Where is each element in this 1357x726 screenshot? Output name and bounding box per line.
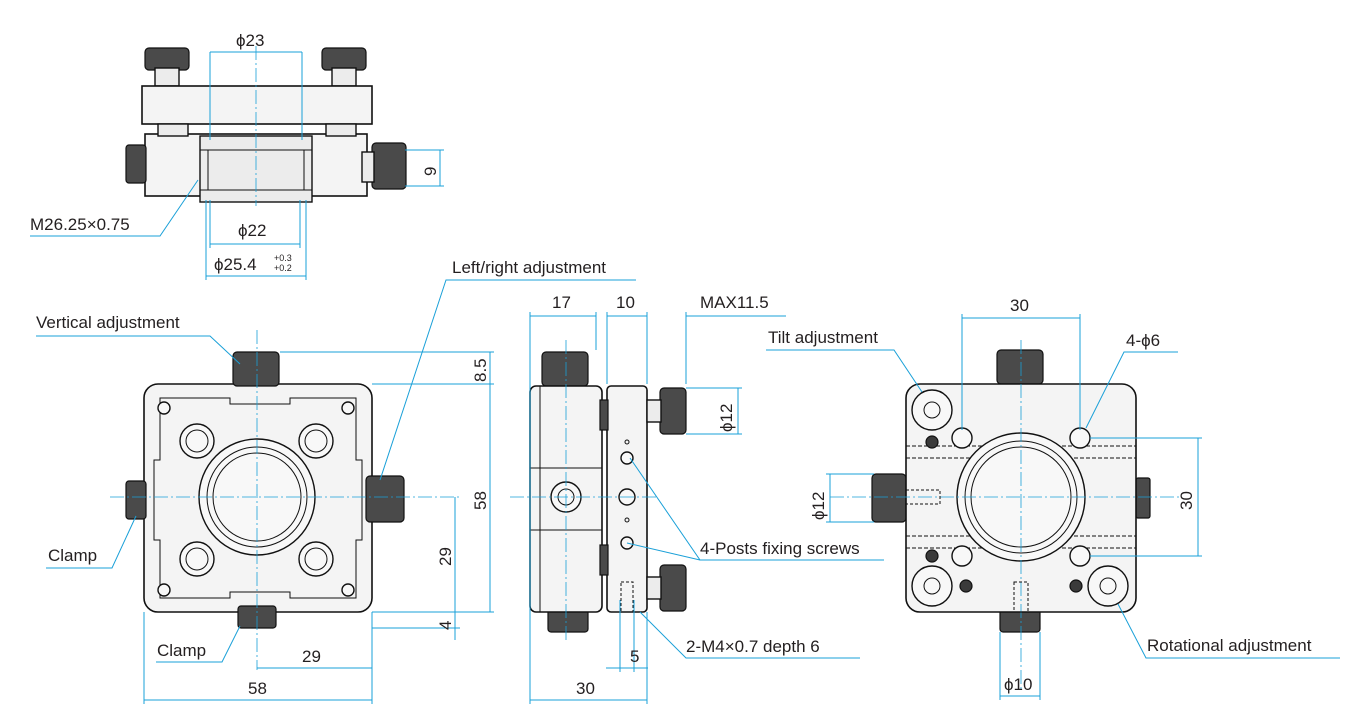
dim-17: 17 xyxy=(552,293,571,312)
side-knob-right-shaft xyxy=(361,151,375,183)
dim-10: 10 xyxy=(616,293,635,312)
top-knob-right xyxy=(321,47,367,71)
side-knob-right xyxy=(371,142,407,190)
dim-29-bottom: 29 xyxy=(302,647,321,666)
dim-4: 4 xyxy=(436,621,455,630)
side-view: 17 10 MAX11.5 ϕ12 30 5 4-Posts fixing sc… xyxy=(510,293,884,704)
front-view: 8.5 58 29 4 29 58 Vertical adjustment Le… xyxy=(36,258,636,704)
label-clamp-bottom: Clamp xyxy=(157,641,206,660)
dim-dia12-side: ϕ12 xyxy=(717,404,736,432)
side-top-knob xyxy=(541,351,589,387)
post-hole xyxy=(179,423,215,459)
tilt-knob-hole xyxy=(911,389,953,431)
label-clamp-side: Clamp xyxy=(48,546,97,565)
label-left-right-adjustment: Left/right adjustment xyxy=(452,258,606,277)
label-thread: M26.25×0.75 xyxy=(30,215,130,234)
rotational-knob-hole xyxy=(1087,565,1129,607)
dim-dia10: ϕ10 xyxy=(1004,675,1032,694)
dim-dia12-back: ϕ12 xyxy=(809,492,828,520)
label-vertical-adjustment: Vertical adjustment xyxy=(36,313,180,332)
dim-9: 9 xyxy=(421,167,440,176)
dim-29-right: 29 xyxy=(436,547,455,566)
back-view: 30 30 ϕ12 ϕ10 Tilt adjustment 4-ϕ6 Rotat… xyxy=(766,296,1340,700)
top-knob-right-shaft xyxy=(331,67,357,87)
spring-block-right xyxy=(325,123,357,137)
dim-dia23: ϕ23 xyxy=(236,31,264,50)
vertical-knob xyxy=(232,351,280,387)
dim-dia22: ϕ22 xyxy=(238,221,266,240)
side-right-knob-top xyxy=(659,387,687,435)
label-rotational-adjustment: Rotational adjustment xyxy=(1147,636,1312,655)
dim-58-bottom: 58 xyxy=(248,679,267,698)
dim-dia254: ϕ25.4 xyxy=(214,255,257,274)
dim-30-side: 30 xyxy=(576,679,595,698)
label-tap-holes: 2-M4×0.7 depth 6 xyxy=(686,637,820,656)
side-right-knob-bottom xyxy=(659,564,687,612)
spring-block-left xyxy=(157,123,189,137)
side-knob-left xyxy=(125,144,147,184)
left-clamp-knob xyxy=(125,480,147,520)
right-knob xyxy=(365,475,405,523)
tol-upper: +0.3 xyxy=(274,253,292,263)
dim-max11-5: MAX11.5 xyxy=(700,293,769,312)
label-posts-screws: 4-Posts fixing screws xyxy=(700,539,860,558)
back-left-knob xyxy=(871,473,907,523)
back-top-knob xyxy=(996,349,1044,385)
dim-30-right: 30 xyxy=(1177,491,1196,510)
top-view: ϕ23 ϕ22 ϕ25.4 +0.3 +0.2 9 M26.25×0.75 xyxy=(30,31,444,280)
back-right-knob xyxy=(1135,477,1151,519)
dim-58-right: 58 xyxy=(471,491,490,510)
tol-lower: +0.2 xyxy=(274,263,292,273)
dim-5: 5 xyxy=(630,647,639,666)
top-plate xyxy=(141,85,373,125)
top-knob-left xyxy=(144,47,190,71)
dim-30-top: 30 xyxy=(1010,296,1029,315)
dim-8-5: 8.5 xyxy=(471,358,490,382)
label-4-holes: 4-ϕ6 xyxy=(1126,331,1160,350)
label-tilt-adjustment: Tilt adjustment xyxy=(768,328,878,347)
top-knob-left-shaft xyxy=(154,67,180,87)
